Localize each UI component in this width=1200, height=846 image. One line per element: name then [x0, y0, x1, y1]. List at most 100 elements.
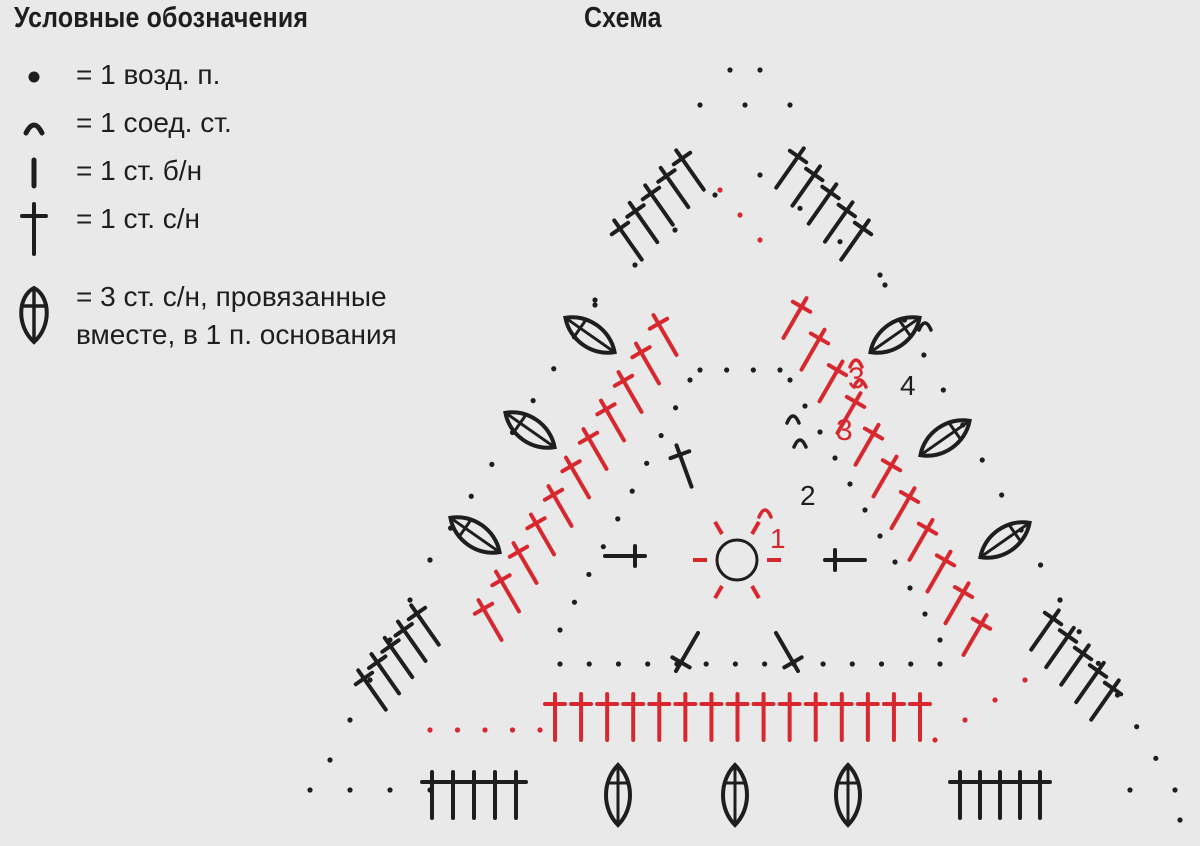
chain-dot [530, 398, 536, 404]
stitch-stem [835, 391, 863, 436]
double-crochet-mark [472, 598, 504, 642]
stitch-stem [599, 398, 626, 443]
double-crochet-mark [948, 770, 972, 820]
stitch-bar [612, 373, 635, 388]
chain-dot [672, 405, 679, 411]
chain-dot [1022, 677, 1028, 683]
cluster-stem [979, 521, 1031, 559]
stitch-stem [943, 581, 971, 626]
stitch-stem [1029, 608, 1061, 652]
stitch-stem [409, 603, 441, 647]
magic-ring [715, 538, 759, 582]
chain-dot [537, 727, 543, 733]
chain-dot [489, 461, 495, 467]
chain-dash [750, 584, 761, 600]
cluster-mark [563, 315, 617, 355]
stitch-stem [806, 182, 839, 226]
round-label-4: 4 [900, 370, 916, 401]
stitch-bar [647, 316, 670, 331]
slip-stitch-mark [852, 378, 868, 389]
stitch-bar [472, 601, 495, 616]
stitch-stem [651, 313, 679, 357]
chain-dot [327, 757, 333, 763]
chain-dot [703, 661, 709, 667]
round-label-3-start: 3 [848, 362, 865, 395]
stitch-bar [1072, 645, 1094, 662]
chain-dot [820, 661, 826, 667]
double-crochet-mark [1044, 625, 1079, 670]
chain-dot [992, 697, 998, 703]
double-crochet-mark [507, 541, 539, 585]
chain-dot [717, 187, 723, 193]
double-crochet-mark [420, 770, 444, 820]
legend: = 1 возд. п. = 1 соед. ст. = 1 ст. б/н =… [0, 0, 470, 360]
stitch-stem [774, 146, 806, 190]
chain-dot [645, 661, 651, 667]
stitch-stem [889, 486, 917, 531]
chain-dot [757, 172, 763, 178]
slip-stitch-icon [23, 122, 45, 136]
chain-dot [737, 212, 743, 218]
cluster-stem [869, 316, 921, 354]
chain-dot [999, 492, 1005, 498]
stitch-bar [844, 394, 867, 409]
cluster-stem [449, 516, 501, 554]
double-crochet-mark [525, 512, 556, 557]
chain-dot [697, 102, 703, 108]
double-crochet-mark [595, 692, 620, 742]
stitch-bar [380, 638, 401, 654]
double-crochet-mark [803, 692, 828, 742]
stitch-bar [625, 203, 646, 219]
stitch-stem [1044, 625, 1076, 670]
stitch-bar [852, 220, 874, 237]
double-crochet-mark [647, 313, 679, 357]
double-crochet-mark [806, 182, 841, 226]
cluster-stem [504, 411, 556, 449]
chain-dot [877, 272, 883, 278]
chain-dot [1134, 724, 1140, 730]
chain-dot [468, 493, 474, 499]
chain-dot [615, 516, 621, 522]
chain-dash [750, 520, 761, 536]
chain-dot [1172, 787, 1178, 793]
chain-dot [908, 661, 914, 667]
legend-text-double-crochet: = 1 ст. с/н [76, 203, 201, 234]
double-crochet-mark [781, 296, 813, 340]
legend-text-cluster: = 3 ст. с/н, провязанные [76, 281, 387, 312]
stitch-stem [627, 200, 660, 245]
chain-dot [454, 727, 461, 733]
chain-dot [1095, 660, 1101, 666]
chain-dot [882, 282, 888, 288]
double-crochet-icon [20, 202, 48, 256]
chain-dot [777, 367, 783, 373]
stitch-stem [1089, 678, 1121, 722]
double-crochet-mark [839, 218, 874, 262]
double-crochet-mark [774, 146, 809, 190]
slip-stitch-mark [792, 438, 808, 449]
double-crochet-mark [1059, 643, 1094, 687]
stitch-stem [674, 630, 700, 674]
round-label-3: 3 [836, 414, 853, 447]
stitch-bar [367, 654, 388, 671]
cluster-mark [868, 315, 922, 355]
chain-dot [644, 460, 650, 466]
chain-dot [307, 787, 313, 793]
chain-dot [750, 367, 756, 373]
chain-dot [862, 507, 868, 513]
cluster-mark [448, 515, 502, 555]
cluster-bar [512, 412, 529, 434]
chain-dot [482, 727, 488, 733]
chain-dot [557, 661, 563, 667]
stitch-bar [880, 458, 903, 473]
stitch-stem [781, 296, 809, 340]
stitch-bar [595, 402, 617, 417]
stitch-bar [826, 363, 849, 378]
stitch-bar [916, 521, 939, 536]
chain-dot [632, 262, 638, 268]
chain-dot [979, 457, 985, 463]
double-crochet-mark [907, 517, 939, 562]
stitch-bar [406, 605, 428, 622]
double-crochet-mark [441, 770, 465, 820]
double-crochet-mark [406, 603, 441, 647]
